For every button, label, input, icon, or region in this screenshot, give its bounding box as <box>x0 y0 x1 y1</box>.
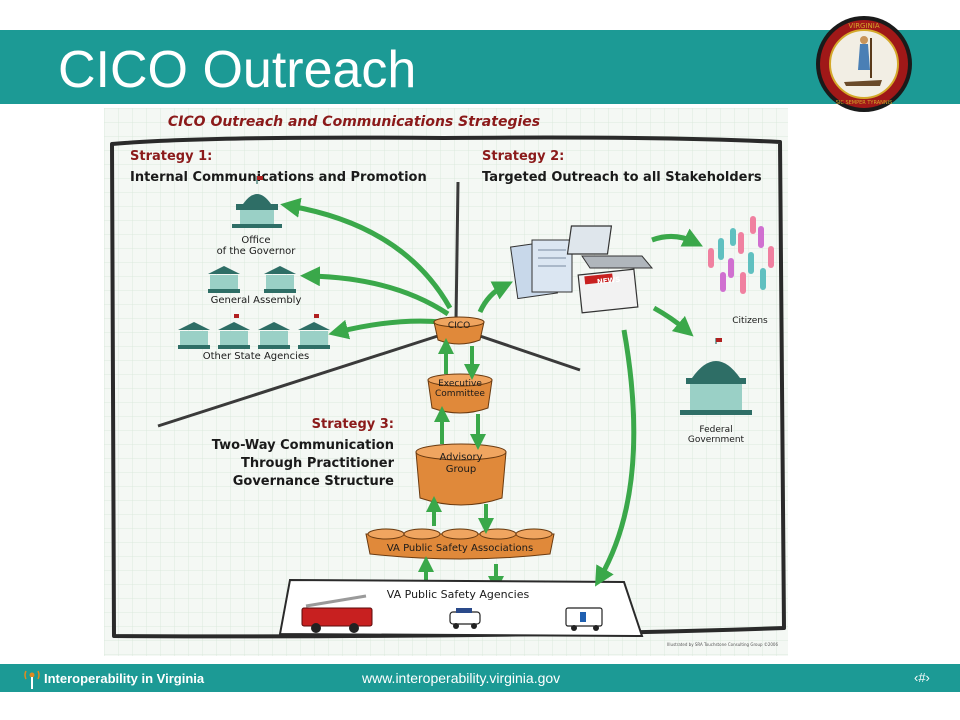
virginia-seal-logo: VIRGINIA SIC SEMPER TYRANNIS <box>816 16 912 112</box>
ambulance-icon <box>565 607 603 631</box>
diagram-frame <box>110 135 786 639</box>
citizens-icon <box>708 216 774 294</box>
governor-building-icon <box>232 176 282 228</box>
strategy3-line3: Governance Structure <box>233 474 394 489</box>
strategy2-text: Targeted Outreach to all Stakeholders <box>482 170 762 185</box>
slide-title: CICO Outreach <box>58 41 417 99</box>
federal-label-1: Federal <box>699 425 732 435</box>
divider-vertical <box>454 181 460 323</box>
divider-left <box>157 332 445 428</box>
laptop-icon <box>566 225 654 269</box>
agencies-label: VA Public Safety Agencies <box>387 588 530 601</box>
arrow-to-citizens <box>651 228 703 247</box>
arrow-to-assembly <box>300 266 450 317</box>
arrow-to-agencies-panel <box>595 329 637 587</box>
strategy3-line1: Two-Way Communication <box>212 438 394 453</box>
fire-truck-icon <box>301 594 373 633</box>
governor-label-1: Office <box>241 235 270 246</box>
executive-label-2: Committee <box>435 389 485 399</box>
page-number: ‹#› <box>914 670 930 685</box>
associations-label: VA Public Safety Associations <box>387 543 533 554</box>
state-agencies-label: Other State Agencies <box>203 351 310 362</box>
governor-label-2: of the Governor <box>217 246 297 257</box>
svg-text:VIRGINIA: VIRGINIA <box>848 22 880 30</box>
advisory-label-2: Group <box>446 464 476 475</box>
newspaper-icon <box>577 268 639 314</box>
arrow-to-agencies <box>328 318 443 340</box>
arrow-to-federal <box>652 305 694 337</box>
divider-right <box>473 332 581 372</box>
federal-label-2: Government <box>688 435 745 445</box>
footer-logo-text: Interoperability in Virginia <box>44 670 205 686</box>
federal-capitol-icon <box>680 338 752 415</box>
svg-text:SIC SEMPER TYRANNIS: SIC SEMPER TYRANNIS <box>836 100 893 106</box>
strategy1-heading: Strategy 1: <box>130 149 212 164</box>
diagram-title: CICO Outreach and Communications Strateg… <box>168 114 540 130</box>
news-label: NEWS <box>597 276 621 286</box>
citizens-label: Citizens <box>732 316 768 326</box>
general-assembly-icons <box>208 266 296 293</box>
cico-label: CICO <box>448 321 470 331</box>
strategy3-heading: Strategy 3: <box>312 417 394 432</box>
footer-band <box>0 664 960 692</box>
arrow-to-media <box>477 281 513 314</box>
outreach-diagram: CICO Outreach and Communications Strateg… <box>104 108 788 656</box>
strategy3-line2: Through Practitioner <box>241 456 395 471</box>
executive-label-1: Executive <box>438 379 482 389</box>
advisory-label-1: Advisory <box>439 452 482 463</box>
header-band <box>0 30 960 104</box>
illustration-credit: Illustrated by SRA Touchstone Consulting… <box>667 642 778 647</box>
footer-url[interactable]: www.interoperability.virginia.gov <box>362 670 561 686</box>
police-car-icon <box>449 608 481 629</box>
strategy1-text: Internal Communications and Promotion <box>130 170 427 185</box>
arrow-to-governor <box>280 197 453 310</box>
documents-icon <box>510 239 573 300</box>
general-assembly-label: General Assembly <box>211 295 302 306</box>
footer-logo: Interoperability in Virginia <box>22 664 204 692</box>
strategy2-heading: Strategy 2: <box>482 149 564 164</box>
radio-tower-icon <box>24 670 40 689</box>
state-agencies-icons <box>178 314 330 349</box>
